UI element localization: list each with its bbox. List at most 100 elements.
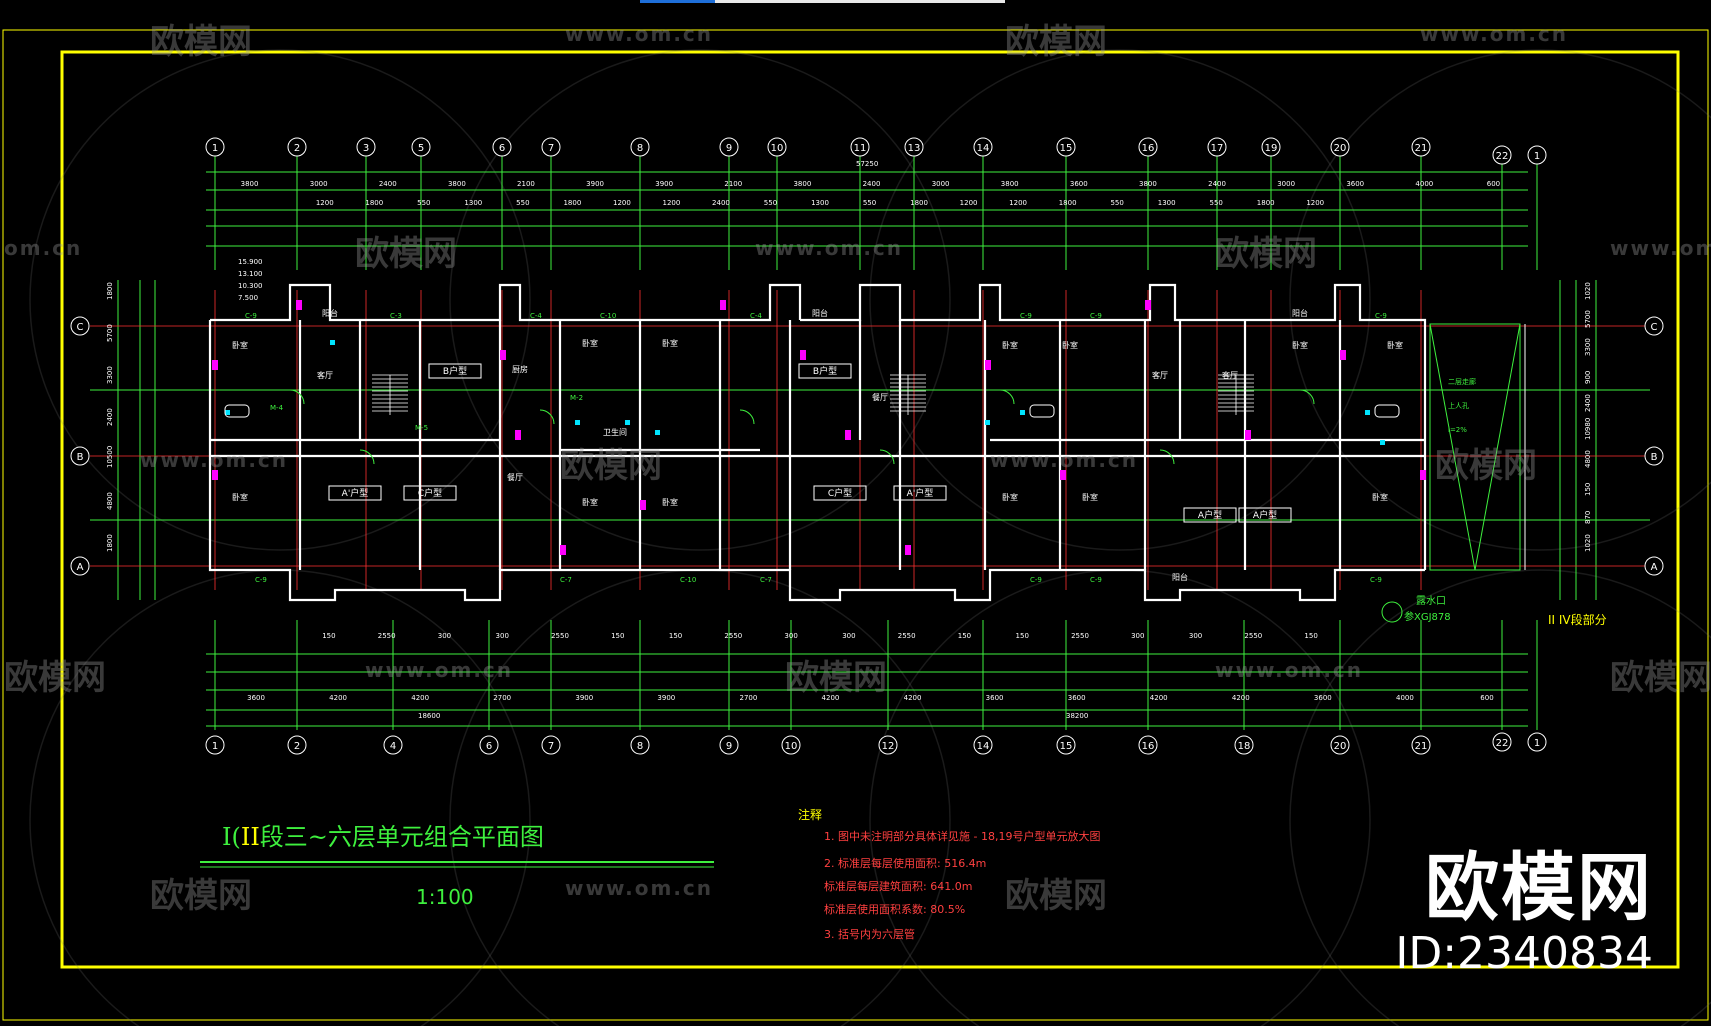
axis-bubble-label: 18 bbox=[1238, 741, 1251, 752]
dim-text-bottom-2: 2550 bbox=[551, 632, 569, 640]
axis-bubble-label: 7 bbox=[548, 143, 554, 154]
dim-text-top-1: 3000 bbox=[1277, 180, 1295, 188]
bathtub bbox=[1029, 404, 1055, 418]
room-label: 阳台 bbox=[322, 308, 338, 318]
dim-text-top-1: 3800 bbox=[793, 180, 811, 188]
window-mark bbox=[1340, 350, 1346, 360]
window-mark bbox=[985, 360, 991, 370]
axis-bubble-circle bbox=[1411, 137, 1431, 157]
watermark-url: www.om.cn bbox=[1610, 236, 1711, 260]
elevation-text: 13.100 bbox=[238, 270, 263, 278]
axis-bubble-circle bbox=[1207, 137, 1227, 157]
axis-bubble-label: 1 bbox=[1534, 738, 1540, 749]
axis-bubble-label: C bbox=[77, 322, 84, 333]
axis-bubble-circle bbox=[205, 137, 225, 157]
bottom-total-1-text: 18600 bbox=[418, 712, 440, 720]
fixture-mark bbox=[1020, 410, 1025, 415]
dim-text-bottom-1: 3600 bbox=[986, 694, 1004, 702]
watermark-url: www.om.cn bbox=[755, 236, 904, 260]
left-axis-bubble: A bbox=[70, 556, 90, 576]
axis-bubble-label: 3 bbox=[363, 143, 369, 154]
note-item: 1. 图中未注明部分具体详见施 - 18,19号户型单元放大图 bbox=[824, 830, 1101, 843]
bottom-axis-bubble: 2 bbox=[287, 735, 307, 755]
axis-bubble-label: 14 bbox=[977, 741, 990, 752]
axis-bubble-label: 14 bbox=[977, 143, 990, 154]
watermark-brand: 欧模网 bbox=[1005, 22, 1107, 62]
bathtub bbox=[1374, 404, 1400, 418]
axis-bubble-circle bbox=[781, 735, 801, 755]
top-axis-bubble: 9 bbox=[719, 137, 739, 157]
dim-text-bottom-2: 150 bbox=[611, 632, 624, 640]
unit-type-box bbox=[813, 485, 867, 501]
axis-bubble-label: 12 bbox=[882, 741, 895, 752]
unit-type-box bbox=[1183, 507, 1237, 523]
watermark-url: www.om.cn bbox=[1215, 658, 1364, 682]
bottom-axis-bubble: 1 bbox=[1527, 732, 1547, 752]
inner-frame bbox=[60, 50, 1680, 969]
room-label: 卧室 bbox=[662, 338, 678, 348]
axis-bubble-label: 17 bbox=[1211, 143, 1224, 154]
dim-text-top-1: 3900 bbox=[586, 180, 604, 188]
axis-bubble-circle bbox=[1492, 145, 1512, 165]
dim-text-bottom-2: 2550 bbox=[378, 632, 396, 640]
axis-bubble-label: 2 bbox=[294, 143, 300, 154]
dim-text-bottom-1: 4200 bbox=[411, 694, 429, 702]
dim-text-top-2: 1200 bbox=[960, 199, 978, 207]
bottom-axis-bubble: 15 bbox=[1056, 735, 1076, 755]
axis-bubble-circle bbox=[1492, 732, 1512, 752]
axis-bubble-label: 20 bbox=[1334, 741, 1347, 752]
top-axis-bubble: 21 bbox=[1411, 137, 1431, 157]
window-mark bbox=[800, 350, 806, 360]
axis-bubble-circle bbox=[1056, 137, 1076, 157]
axis-bubble-circle bbox=[492, 137, 512, 157]
door-code: C-9 bbox=[255, 576, 267, 584]
dim-text-top-1: 4000 bbox=[1415, 180, 1433, 188]
dim-text-top-2: 1200 bbox=[1306, 199, 1324, 207]
axis-bubble-circle bbox=[767, 137, 787, 157]
watermark-brand: 欧模网 bbox=[355, 234, 457, 274]
axis-bubble-label: 5 bbox=[418, 143, 424, 154]
dim-text-top-2: 1200 bbox=[663, 199, 681, 207]
axis-bubble-label: 11 bbox=[854, 143, 867, 154]
axis-bubble-label: 21 bbox=[1415, 741, 1428, 752]
dim-text-top-1: 3000 bbox=[310, 180, 328, 188]
door-code: C-4 bbox=[530, 312, 542, 320]
dim-text-top-1: 3600 bbox=[1070, 180, 1088, 188]
top-axis-bubble: 1 bbox=[1527, 145, 1547, 165]
watermark-url: www.om.cn bbox=[990, 448, 1139, 472]
dim-text-top-1: 3800 bbox=[448, 180, 466, 188]
dim-text-right: 150 bbox=[1584, 483, 1592, 496]
left-axis-bubble: C bbox=[70, 316, 90, 336]
dim-text-right: 4800 bbox=[1584, 450, 1592, 468]
fixture-mark bbox=[225, 410, 230, 415]
dim-text-top-2: 550 bbox=[863, 199, 876, 207]
dim-text-top-2: 550 bbox=[516, 199, 529, 207]
door-code: M-4 bbox=[270, 404, 284, 412]
fixture-mark bbox=[330, 340, 335, 345]
wall-segment bbox=[800, 283, 1427, 570]
room-label: 卧室 bbox=[1002, 492, 1018, 502]
dim-text-bottom-2: 2550 bbox=[1071, 632, 1089, 640]
top-axis-bubble: 3 bbox=[356, 137, 376, 157]
stair bbox=[372, 374, 408, 415]
part-label: II IV段部分 bbox=[1548, 612, 1607, 627]
bottom-axis-bubble: 14 bbox=[973, 735, 993, 755]
axis-bubble-label: A bbox=[77, 562, 84, 573]
unit-type-label: C户型 bbox=[418, 487, 442, 499]
unit-type-box bbox=[328, 485, 382, 501]
room-label: 卧室 bbox=[582, 497, 598, 507]
room-label: 餐厅 bbox=[872, 393, 888, 402]
dim-text-top-1: 2400 bbox=[863, 180, 881, 188]
top-axis-bubble: 17 bbox=[1207, 137, 1227, 157]
dim-text-right: 1020 bbox=[1584, 282, 1592, 300]
wall-segment bbox=[210, 438, 1425, 452]
tank-label: 露水口 bbox=[1416, 595, 1446, 607]
top-axis-bubble: 13 bbox=[904, 137, 924, 157]
axis-bubble-circle bbox=[1330, 735, 1350, 755]
dim-text-top-2: 550 bbox=[764, 199, 777, 207]
door-code: M-2 bbox=[570, 394, 583, 402]
room-label: 客厅 bbox=[1222, 370, 1238, 380]
door-code: C-4 bbox=[750, 312, 762, 320]
room-texts: 卧室卧室客厅阳台厨房餐厅卧室卧室卧室卧室卫生间阳台餐厅卧室卧室卧室卧室客厅客厅卧… bbox=[232, 308, 1476, 584]
